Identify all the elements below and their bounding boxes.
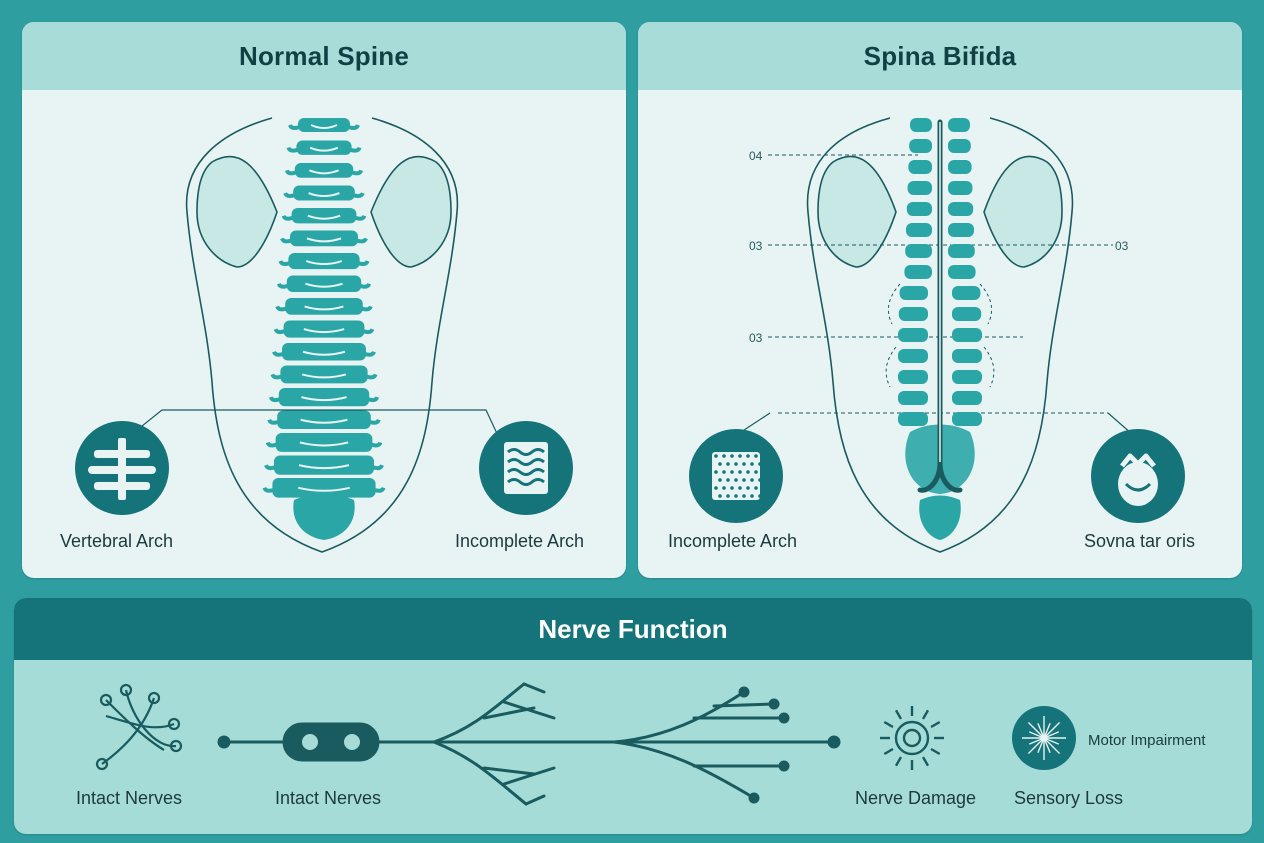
nerve-damage-label: Nerve Damage xyxy=(855,788,977,808)
vertebra xyxy=(278,388,370,407)
vertebra-half xyxy=(948,160,972,174)
vertebra-half xyxy=(908,160,932,174)
vertebral-column xyxy=(262,118,386,498)
vertebra-half xyxy=(909,139,932,153)
vertebral-arch-icon xyxy=(75,421,169,515)
vertebra-half xyxy=(898,307,928,321)
vertebra-half xyxy=(898,412,928,426)
vertebra-half xyxy=(907,181,932,195)
sun-burst-icon xyxy=(880,706,944,770)
vertebra-half xyxy=(906,202,932,216)
nerve-branch-icon xyxy=(217,682,841,806)
vertebra-half xyxy=(898,349,928,363)
nerve-function-section: Nerve Function Intact Nerves Intact Nerv… xyxy=(14,598,1252,834)
vertebra-half xyxy=(952,307,982,321)
vertebra xyxy=(280,365,368,384)
incomplete-arch-label: Incomplete Arch xyxy=(668,531,798,551)
right-scapula xyxy=(983,155,1063,268)
incomplete-arch-icon xyxy=(689,429,783,523)
vertebra-half xyxy=(952,391,982,405)
vertebra-half xyxy=(948,118,970,132)
sac-label: Sovna tar oris xyxy=(1084,531,1196,551)
vertebra-half xyxy=(898,328,928,342)
normal-spine-illustration xyxy=(75,117,573,553)
vertebra xyxy=(274,455,374,475)
spina-bifida-illustration xyxy=(689,117,1185,553)
motor-impairment-label: Motor Impairment xyxy=(1088,732,1206,749)
vertebra-half xyxy=(905,244,932,258)
right-scapula xyxy=(370,155,452,268)
nerve-function-title: Nerve Function xyxy=(538,613,728,644)
vertebra xyxy=(291,208,357,224)
body-outline xyxy=(806,117,1074,553)
sac-icon xyxy=(1091,429,1185,523)
incomplete-arch-icon xyxy=(479,421,573,515)
nerve-network-icon xyxy=(95,683,183,771)
spina-bifida-panel: Spina Bifida 04 03 03 03 Incomplete Arch… xyxy=(638,22,1242,578)
nerve-function-header: Nerve Function xyxy=(14,598,1252,660)
vertebral-arch-label: Vertebral Arch xyxy=(60,531,174,551)
vertebra-half xyxy=(899,286,928,300)
vertebra xyxy=(293,185,355,201)
vertebra xyxy=(298,118,350,132)
vertebra-half xyxy=(898,391,928,405)
vertebra-half xyxy=(952,286,981,300)
vertebra-half xyxy=(948,202,974,216)
left-scapula xyxy=(196,155,278,268)
vertebra-half xyxy=(906,223,932,237)
level-mark: 03 xyxy=(749,239,763,253)
sensory-loss-label: Sensory Loss xyxy=(1014,788,1124,808)
vertebra-half xyxy=(910,118,932,132)
spina-bifida-header: Spina Bifida xyxy=(638,22,1242,90)
vertebra xyxy=(290,230,358,247)
vertebra xyxy=(296,140,352,155)
vertebra-half xyxy=(952,412,982,426)
vertebra xyxy=(282,343,366,361)
vertebra xyxy=(286,275,362,292)
vertebra-half xyxy=(948,265,976,279)
vertebra-half xyxy=(948,181,973,195)
vertebra xyxy=(288,253,360,270)
intact-nerves-label: Intact Nerves xyxy=(76,788,183,808)
sacrum xyxy=(293,494,355,540)
normal-spine-panel: Normal Spine Vertebral Arch Incomplete A… xyxy=(22,22,626,578)
vertebra xyxy=(277,410,371,430)
starburst-icon xyxy=(1012,706,1076,770)
sacrum xyxy=(919,495,961,540)
vertebra-half xyxy=(952,370,982,384)
spina-bifida-title: Spina Bifida xyxy=(863,40,1017,71)
vertebra xyxy=(283,320,365,338)
vertebra xyxy=(285,298,363,315)
level-mark: 04 xyxy=(749,149,763,163)
vertebra-half xyxy=(948,139,971,153)
split-vertebral-column xyxy=(898,118,982,426)
normal-spine-header: Normal Spine xyxy=(22,22,626,90)
body-outline xyxy=(185,117,459,553)
vertebra-half xyxy=(904,265,932,279)
nerve-function-illustration xyxy=(95,682,1076,806)
normal-spine-title: Normal Spine xyxy=(239,40,409,71)
vertebra-half xyxy=(898,370,928,384)
vertebra xyxy=(272,478,376,498)
level-mark: 03 xyxy=(749,331,763,345)
intact-nerves-label: Intact Nerves xyxy=(275,788,382,808)
vertebra xyxy=(275,433,373,452)
vertebra-half xyxy=(952,328,982,342)
vertebra-half xyxy=(952,349,982,363)
left-scapula xyxy=(817,155,897,268)
incomplete-arch-label: Incomplete Arch xyxy=(455,531,585,551)
vertebra-half xyxy=(948,244,975,258)
vertebra-half xyxy=(948,223,974,237)
vertebra xyxy=(294,163,354,178)
level-mark: 03 xyxy=(1115,239,1129,253)
